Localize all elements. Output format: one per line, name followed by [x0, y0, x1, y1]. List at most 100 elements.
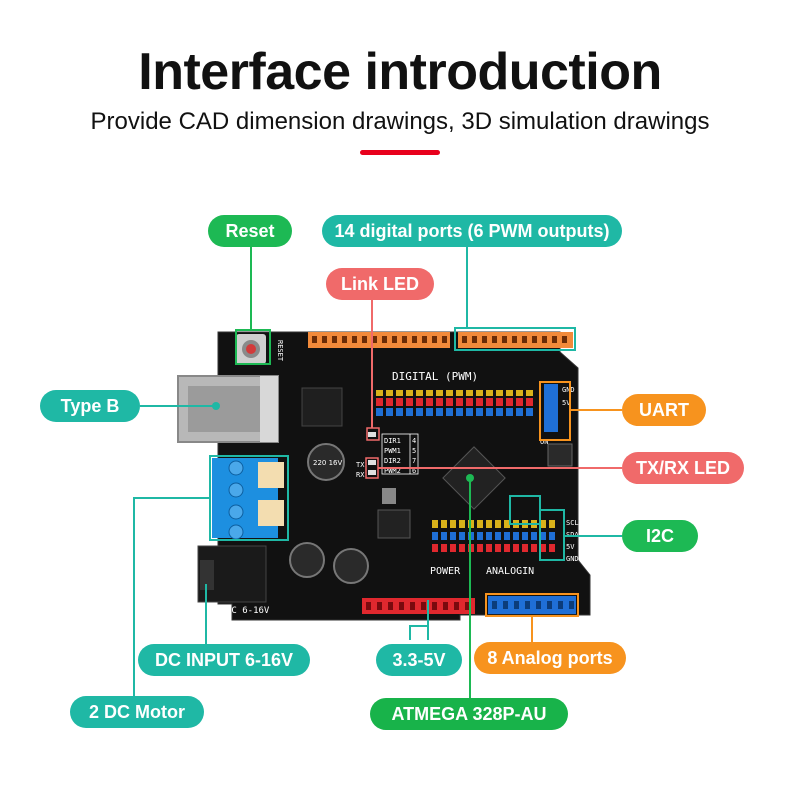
header-hole: [322, 336, 327, 343]
power-header-hole: [443, 602, 448, 610]
capacitor-100uf-2: [333, 548, 369, 584]
analog-signal-pin: [504, 520, 510, 528]
svg-text:DIR2: DIR2: [384, 457, 401, 465]
gnd-pin: [506, 408, 513, 416]
analog-gnd-pin: [486, 532, 492, 540]
vcc-pin: [436, 398, 443, 406]
gnd-pin: [376, 408, 383, 416]
signal-pin: [476, 390, 483, 396]
signal-pin: [426, 390, 433, 396]
analog-gnd-pin: [441, 532, 447, 540]
dc-board-label: DC 6-16V: [226, 606, 270, 616]
title-accent-bar: [360, 150, 440, 155]
analog-header: [488, 596, 576, 614]
tx-led: [368, 460, 376, 465]
power-header-hole: [432, 602, 437, 610]
digital-ports-callout: 14 digital ports (6 PWM outputs): [322, 215, 622, 247]
analog-vcc-pin: [522, 544, 528, 552]
signal-pin: [466, 390, 473, 396]
header-hole: [372, 336, 377, 343]
header-pin-holes: [312, 336, 567, 343]
gnd-pin: [466, 408, 473, 416]
header-hole: [392, 336, 397, 343]
signal-pin: [486, 390, 493, 396]
dc-motor-terminals: [212, 458, 284, 540]
header-hole: [502, 336, 507, 343]
header-hole: [352, 336, 357, 343]
vcc-pin: [486, 398, 493, 406]
analog-signal-pin: [450, 520, 456, 528]
analog-vcc-pin: [486, 544, 492, 552]
gnd-pin: [456, 408, 463, 416]
svg-text:5V: 5V: [562, 399, 571, 407]
analog-vcc-pin: [450, 544, 456, 552]
power-header-hole: [366, 602, 371, 610]
analog-gnd-pin: [531, 532, 537, 540]
gnd-pin: [526, 408, 533, 416]
analog-vcc-pin: [432, 544, 438, 552]
svg-text:ANALOGIN: ANALOGIN: [486, 566, 534, 577]
header-hole: [522, 336, 527, 343]
analog-header-hole: [514, 601, 519, 609]
analog-signal-pin: [495, 520, 501, 528]
dc-motor-callout: 2 DC Motor: [70, 696, 204, 728]
signal-pin: [516, 390, 523, 396]
digital-ports-highlight: [454, 327, 576, 351]
power-header-hole: [410, 602, 415, 610]
analog-header-hole: [547, 601, 552, 609]
digital-pin-rows: [376, 390, 533, 416]
analog-gnd-pin: [459, 532, 465, 540]
power-header-hole: [377, 602, 382, 610]
page-title: Interface introduction: [138, 43, 662, 101]
signal-pin: [446, 390, 453, 396]
header-hole: [402, 336, 407, 343]
vcc-pin: [396, 398, 403, 406]
analog-signal-pin: [549, 520, 555, 528]
capacitor-100uf-1: [289, 542, 325, 578]
power-header-hole: [454, 602, 459, 610]
driver-chip: [301, 387, 343, 427]
on-switch-header: [547, 443, 573, 467]
analog-gnd-pin: [504, 532, 510, 540]
svg-text:POWER: POWER: [430, 566, 461, 577]
svg-text:GND: GND: [566, 555, 579, 563]
analog-gnd-pin: [495, 532, 501, 540]
header-hole: [362, 336, 367, 343]
digital-header-label: DIGITAL (PWM): [392, 370, 478, 383]
analog-vcc-pin: [495, 544, 501, 552]
svg-text:SCL: SCL: [566, 519, 579, 527]
signal-pin: [376, 390, 383, 396]
reset-highlight: [235, 329, 271, 365]
header-hole: [542, 336, 547, 343]
link-led-callout: Link LED: [326, 268, 434, 300]
header-hole: [532, 336, 537, 343]
header-hole: [552, 336, 557, 343]
header-hole: [492, 336, 497, 343]
svg-text:TX: TX: [356, 461, 365, 469]
reset-callout: Reset: [208, 215, 292, 247]
analog-vcc-pin: [459, 544, 465, 552]
analog-header-hole: [492, 601, 497, 609]
analog-ports-callout: 8 Analog ports: [474, 642, 626, 674]
analog-signal-pin: [486, 520, 492, 528]
analog-gnd-pin: [549, 532, 555, 540]
signal-pin: [496, 390, 503, 396]
header-hole: [442, 336, 447, 343]
header-hole: [342, 336, 347, 343]
analog-header-hole: [536, 601, 541, 609]
vcc-pin: [466, 398, 473, 406]
page-subtitle: Provide CAD dimension drawings, 3D simul…: [90, 108, 710, 135]
analog-signal-pin: [441, 520, 447, 528]
vcc-pin: [426, 398, 433, 406]
header-hole: [562, 336, 567, 343]
gnd-pin: [516, 408, 523, 416]
vcc-pin: [506, 398, 513, 406]
svg-text:4: 4: [412, 437, 416, 445]
vcc-pin: [406, 398, 413, 406]
svg-text:7: 7: [412, 457, 416, 465]
analog-gnd-pin: [477, 532, 483, 540]
header-hole: [422, 336, 427, 343]
svg-text:GND: GND: [562, 386, 575, 394]
gnd-pin: [386, 408, 393, 416]
